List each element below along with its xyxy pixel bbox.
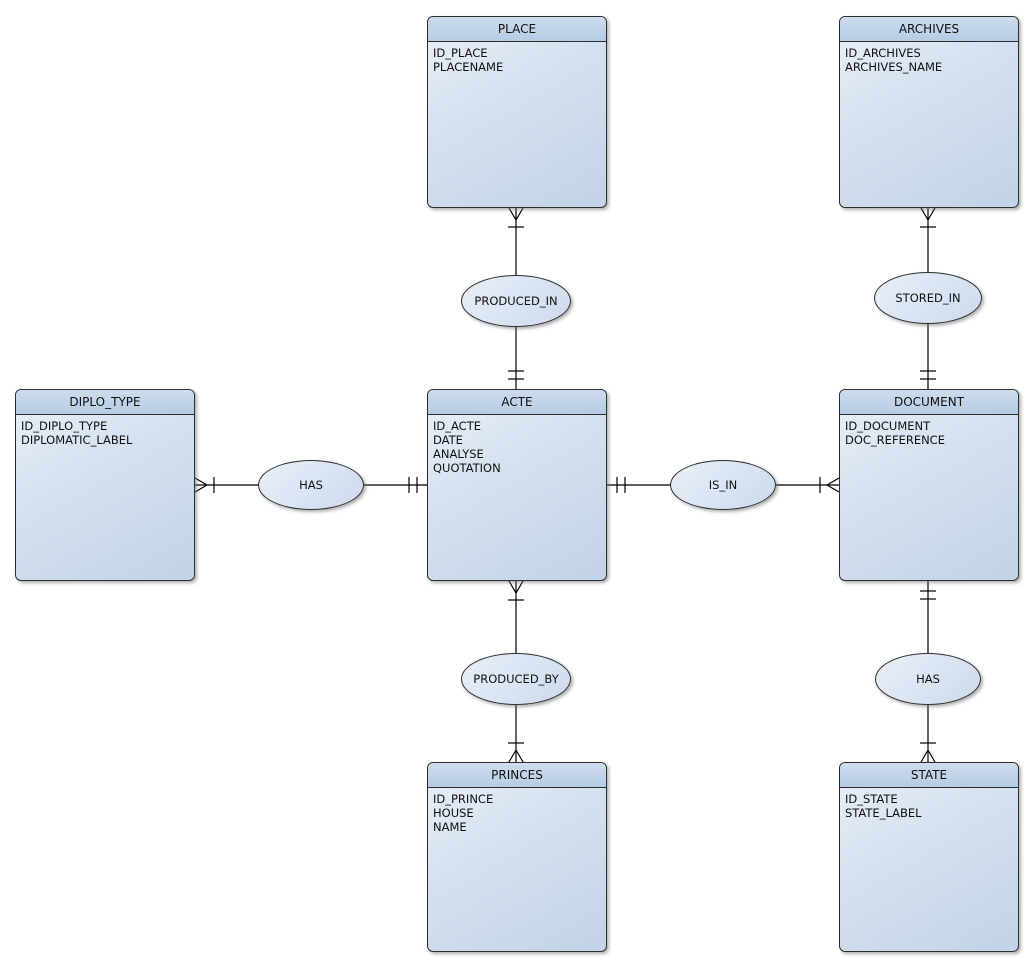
entity-attribute: DATE xyxy=(433,433,463,447)
entity-attribute: ID_DOCUMENT xyxy=(845,419,931,433)
crowfoot-mark xyxy=(920,207,929,221)
crowfoot-mark xyxy=(194,484,208,493)
entity-attribute: QUOTATION xyxy=(433,461,501,475)
crowfoot-mark xyxy=(927,749,936,763)
crowfoot-mark xyxy=(508,207,517,221)
entity-attribute: HOUSE xyxy=(433,806,474,820)
relationship-label: PRODUCED_IN xyxy=(474,294,558,308)
relationship-label: HAS xyxy=(916,672,940,686)
entity-attribute: ID_PLACE xyxy=(433,46,488,60)
entity-attribute: STATE_LABEL xyxy=(845,806,922,820)
crowfoot-mark xyxy=(515,580,524,594)
crowfoot-mark xyxy=(515,207,524,221)
entity-attribute: ID_PRINCE xyxy=(433,792,494,806)
entity-attribute: ID_ACTE xyxy=(433,419,481,433)
relationship-stored-in[interactable]: STORED_IN xyxy=(874,272,982,324)
relationship-label: STORED_IN xyxy=(895,291,961,305)
entity-attribute: ARCHIVES_NAME xyxy=(845,60,943,74)
relationship-label: PRODUCED_BY xyxy=(473,672,559,686)
crowfoot-mark xyxy=(508,580,517,594)
entity-title-acte: ACTE xyxy=(428,390,606,415)
entity-title-document: DOCUMENT xyxy=(840,390,1018,415)
relationship-is-in[interactable]: IS_IN xyxy=(670,460,776,510)
entity-title-princes: PRINCES xyxy=(428,763,606,788)
entity-attribute: PLACENAME xyxy=(433,60,504,74)
entity-attribute: NAME xyxy=(433,820,467,834)
relationship-label: IS_IN xyxy=(708,478,738,492)
crowfoot-mark xyxy=(515,749,524,763)
entity-title-state: STATE xyxy=(840,763,1018,788)
entity-title-archives: ARCHIVES xyxy=(840,17,1018,42)
crowfoot-mark xyxy=(194,477,208,486)
entity-attribute: ID_DIPLO_TYPE xyxy=(21,419,108,433)
entity-attribute: ID_STATE xyxy=(845,792,898,806)
relationship-label: HAS xyxy=(299,478,323,492)
entity-title-diplo-type: DIPLO_TYPE xyxy=(16,390,194,415)
relationship-produced-by[interactable]: PRODUCED_BY xyxy=(461,653,571,705)
crowfoot-mark xyxy=(826,477,840,486)
entity-title-place: PLACE xyxy=(428,17,606,42)
entity-attribute: ID_ARCHIVES xyxy=(845,46,921,60)
relationship-produced-in[interactable]: PRODUCED_IN xyxy=(461,275,571,327)
crowfoot-mark xyxy=(920,749,929,763)
relationship-has-diplo[interactable]: HAS xyxy=(258,460,364,510)
crowfoot-mark xyxy=(927,207,936,221)
entity-attribute: DIPLOMATIC_LABEL xyxy=(21,433,133,447)
entity-attribute: ANALYSE xyxy=(433,447,484,461)
relationship-has-state[interactable]: HAS xyxy=(875,653,981,705)
entity-attribute: DOC_REFERENCE xyxy=(845,433,945,447)
crowfoot-mark xyxy=(508,749,517,763)
crowfoot-mark xyxy=(826,484,840,493)
